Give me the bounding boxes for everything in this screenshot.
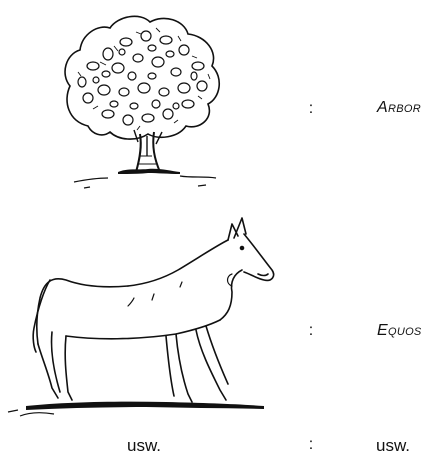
row-separator: : — [306, 322, 316, 340]
etc-label-right: usw. — [376, 436, 410, 456]
row-separator: : — [306, 436, 316, 454]
term-label: Equos — [377, 322, 422, 340]
row-separator: : — [306, 100, 316, 118]
etc-label-left: usw. — [127, 436, 161, 456]
horse-drawing — [6, 212, 282, 422]
tree-drawing — [48, 6, 238, 196]
term-label: Arbor — [377, 99, 421, 117]
